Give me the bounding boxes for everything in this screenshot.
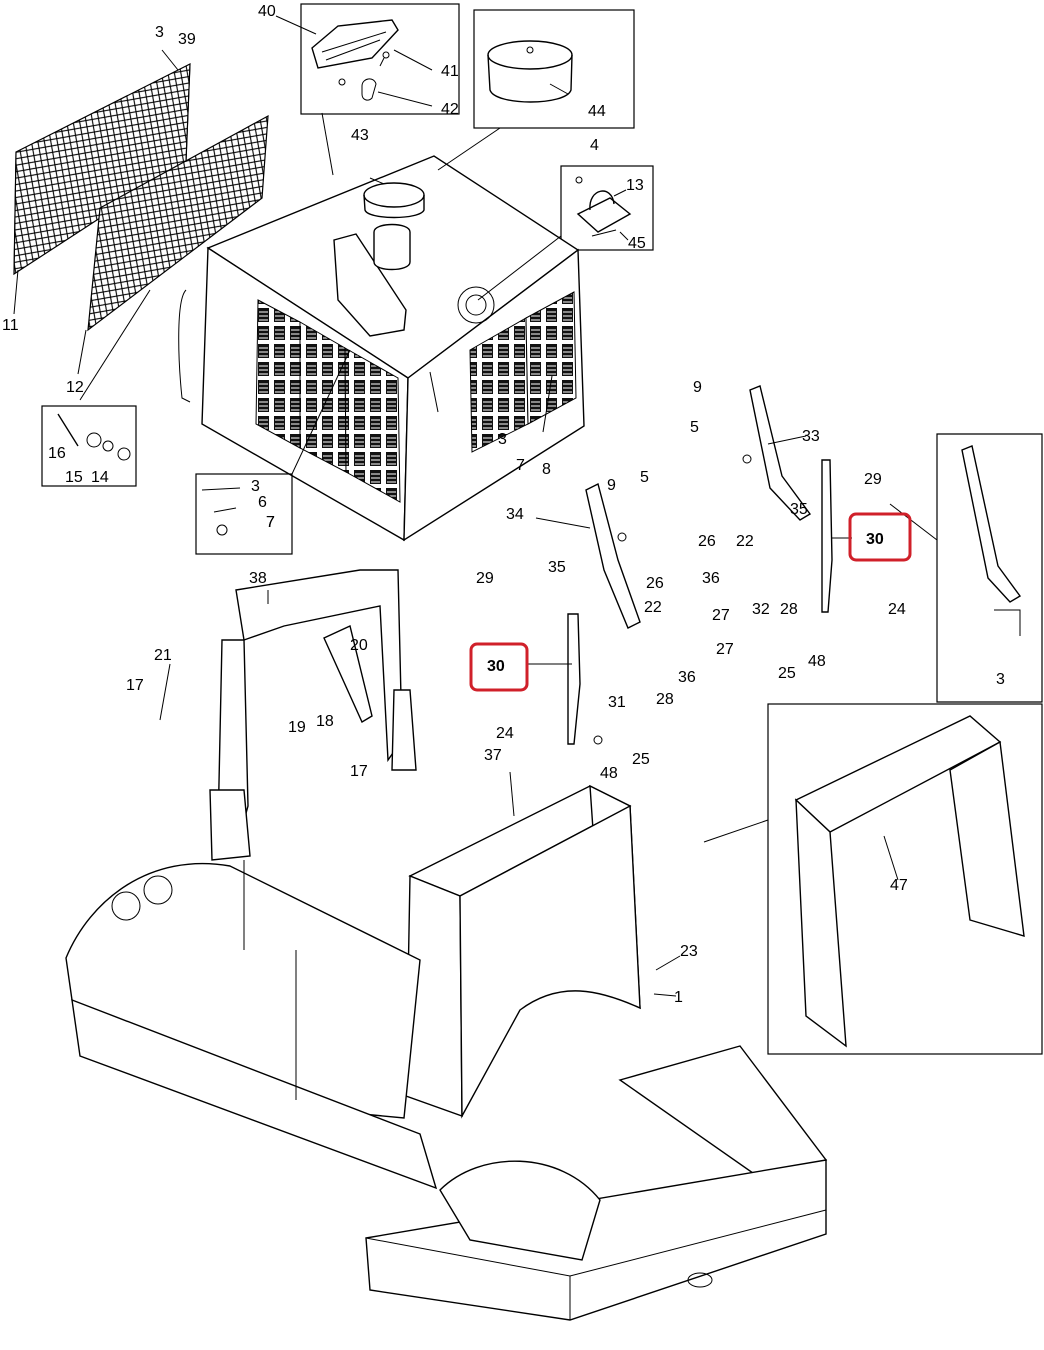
callout-label: 33 — [802, 428, 820, 445]
callout-label: 48 — [808, 653, 826, 670]
detail-box-fastener — [41, 289, 151, 487]
center-shroud — [405, 784, 641, 1119]
callout-label: 3 — [996, 671, 1005, 688]
callout-label: 25 — [778, 665, 796, 682]
callout-label: 19 — [288, 719, 306, 736]
highlight-box-30-left — [469, 642, 529, 692]
callout-label: 44 — [588, 103, 606, 120]
callout-label: 27 — [712, 607, 730, 624]
callout-label: 13 — [626, 177, 644, 194]
hood-assembly — [178, 155, 585, 542]
callout-label highlighted: 30 — [866, 531, 884, 548]
callout-label: 14 — [91, 469, 109, 486]
callout-label: 23 — [680, 943, 698, 960]
detail-box-hardware — [195, 349, 351, 555]
callout-label: 48 — [600, 765, 618, 782]
callout-label: 17 — [126, 677, 144, 694]
callout-label: 7 — [516, 457, 525, 474]
callout-label: 3 — [251, 478, 260, 495]
screen-panels — [13, 63, 269, 332]
callout-label: 27 — [716, 641, 734, 658]
callout-label: 36 — [702, 570, 720, 587]
callout-labels: 1 3 3 3 3 4 5 5 6 7 7 7 8 9 9 11 12 13 1… — [2, 3, 1005, 1006]
callout-label: 11 — [2, 317, 19, 334]
callout-label: 29 — [476, 570, 494, 587]
callout-label: 25 — [632, 751, 650, 768]
callout-label: 21 — [154, 647, 172, 664]
callout-label: 24 — [888, 601, 906, 618]
callout-label: 32 — [752, 601, 770, 618]
callout-label: 38 — [249, 570, 267, 587]
callout-label: 35 — [790, 501, 808, 518]
callout-label: 42 — [441, 101, 459, 118]
callout-label: 43 — [351, 127, 369, 144]
detail-box-shroud — [703, 703, 1043, 1055]
left-hinge-set — [567, 482, 641, 745]
callout-label: 36 — [678, 669, 696, 686]
callout-label: 34 — [506, 506, 524, 523]
highlight-boxes — [469, 512, 912, 692]
callout-label: 24 — [496, 725, 514, 742]
callout-label: 18 — [316, 713, 334, 730]
callout-label: 5 — [690, 419, 699, 436]
callout-label: 12 — [66, 379, 84, 396]
callout-label: 16 — [48, 445, 66, 462]
highlight-box-30-right — [848, 512, 912, 562]
callout-label: 26 — [698, 533, 716, 550]
callout-label: 20 — [350, 637, 368, 654]
callout-label: 40 — [258, 3, 276, 20]
detail-box-bracket — [560, 165, 654, 251]
callout-label: 26 — [646, 575, 664, 592]
callout-label: 6 — [258, 494, 267, 511]
callout-label: 29 — [864, 471, 882, 488]
callout-label: 1 — [674, 989, 683, 1006]
callout-label: 37 — [484, 747, 502, 764]
callout-label: 45 — [628, 235, 646, 252]
leader-lines — [13, 15, 899, 997]
detail-box-hinge — [889, 433, 1043, 703]
callout-label: 47 — [890, 877, 908, 894]
callout-label: 39 — [178, 31, 196, 48]
callout-label highlighted: 30 — [487, 658, 505, 675]
callout-label: 28 — [656, 691, 674, 708]
callout-label: 22 — [644, 599, 662, 616]
callout-label: 31 — [608, 694, 626, 711]
detail-box-latch — [300, 3, 460, 115]
callout-label: 8 — [542, 461, 551, 478]
main-chassis — [65, 860, 828, 1321]
callout-label: 28 — [780, 601, 798, 618]
callout-label: 22 — [736, 533, 754, 550]
right-hinge-set — [742, 385, 833, 613]
callout-label: 17 — [350, 763, 368, 780]
support-frame — [209, 569, 417, 861]
callout-label: 5 — [640, 469, 649, 486]
detail-box-cap — [473, 9, 635, 129]
callout-label: 15 — [65, 469, 83, 486]
callout-label: 3 — [155, 24, 164, 41]
callout-label: 7 — [266, 514, 275, 531]
callout-label: 3 — [498, 431, 507, 448]
callout-label: 7 — [266, 514, 275, 531]
callout-label: 4 — [590, 137, 599, 154]
callout-label: 9 — [693, 379, 702, 396]
callout-label: 41 — [441, 63, 459, 80]
callout-label: 9 — [607, 477, 616, 494]
callout-label: 35 — [548, 559, 566, 576]
